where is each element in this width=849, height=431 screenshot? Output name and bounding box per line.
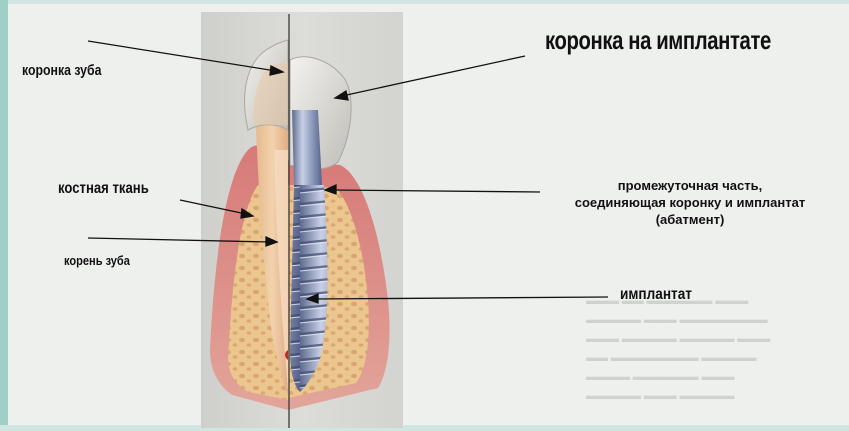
label-tooth-crown: коронка зуба — [22, 62, 101, 79]
label-abutment-line1: промежуточная часть, — [535, 177, 845, 194]
faded-background-text: ▬▬▬ ▬▬ ▬▬▬▬▬▬ ▬▬▬ ▬▬▬▬▬ ▬▬▬ ▬▬▬▬▬▬▬▬ ▬▬▬… — [586, 292, 836, 406]
label-abutment-line2: соединяющая коронку и имплантат — [535, 194, 845, 211]
label-tooth-root: корень зуба — [64, 253, 130, 268]
label-abutment: промежуточная часть, соединяющая коронку… — [535, 177, 845, 228]
abutment — [292, 110, 322, 185]
label-abutment-line3: (абатмент) — [535, 211, 845, 228]
label-implant: имплантат — [620, 286, 692, 304]
label-crown-on-implant: коронка на имплантате — [545, 25, 771, 56]
label-bone-tissue: костная ткань — [58, 180, 149, 198]
